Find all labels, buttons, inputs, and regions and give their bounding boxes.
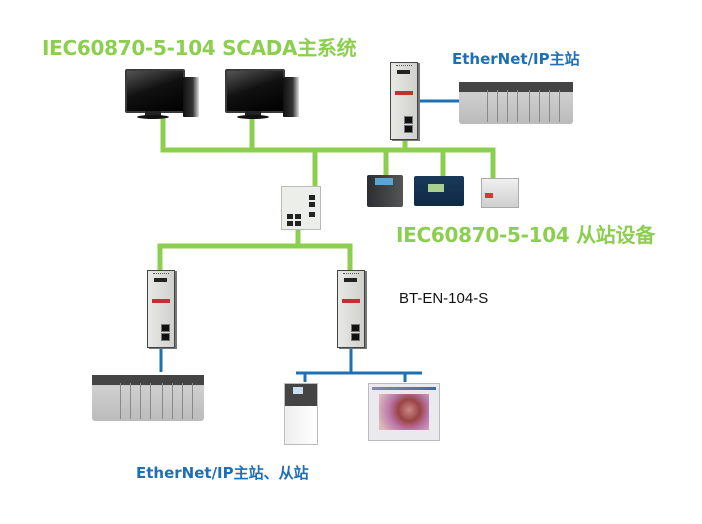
gateway-device-left bbox=[147, 270, 175, 348]
gateway-device-top bbox=[390, 62, 418, 140]
iec104-bus-bottom bbox=[157, 243, 353, 271]
gateway-device-right bbox=[337, 270, 365, 348]
protection-relay-1 bbox=[367, 175, 403, 207]
hmi-panel bbox=[368, 383, 440, 441]
gateway-model-label: BT-EN-104-S bbox=[399, 290, 489, 307]
ethernetip-master-slave-label: EtherNet/IP主站、从站 bbox=[136, 464, 309, 482]
protection-relay-2 bbox=[414, 176, 464, 206]
iec104-bus-top bbox=[160, 118, 496, 181]
variable-frequency-drive bbox=[284, 383, 318, 445]
scada-master-label: IEC60870-5-104 SCADA主系统 bbox=[42, 36, 357, 60]
iec104-slaves-label: IEC60870-5-104 从站设备 bbox=[396, 223, 655, 247]
pc-tower-icon bbox=[183, 77, 199, 117]
monitor-icon bbox=[225, 69, 285, 113]
plc-rack-bottom bbox=[92, 375, 204, 421]
plc-rack-top bbox=[459, 82, 573, 124]
monitor-icon bbox=[125, 69, 185, 113]
scada-computer-1 bbox=[125, 69, 201, 121]
pc-tower-icon bbox=[283, 77, 299, 117]
ethernet-switch bbox=[281, 186, 321, 230]
ethernetip-master-label: EtherNet/IP主站 bbox=[452, 50, 580, 68]
scada-computer-2 bbox=[225, 69, 301, 121]
io-device bbox=[481, 178, 519, 208]
